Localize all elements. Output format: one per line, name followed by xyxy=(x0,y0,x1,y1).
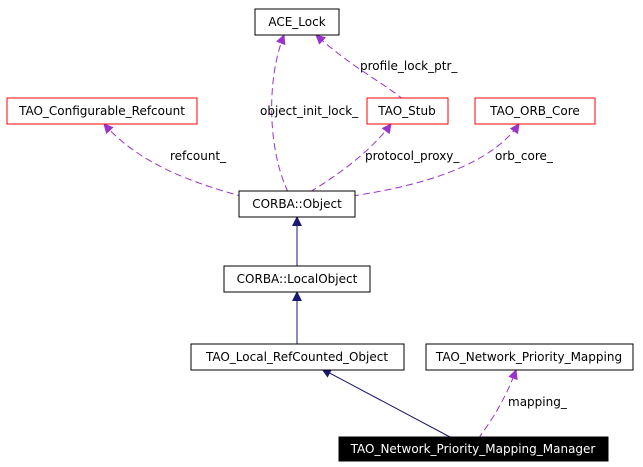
node-tao-network-priority-mapping[interactable]: TAO_Network_Priority_Mapping xyxy=(425,343,634,371)
node-ace-lock[interactable]: ACE_Lock xyxy=(254,8,340,36)
node-label-tao-local-refcounted-object: TAO_Local_RefCounted_Object xyxy=(205,350,388,364)
node-label-tao-stub: TAO_Stub xyxy=(377,104,435,118)
node-tao-orb-core[interactable]: TAO_ORB_Core xyxy=(474,97,596,125)
node-label-tao-orb-core: TAO_ORB_Core xyxy=(489,104,580,118)
node-label-tao-network-priority-mapping: TAO_Network_Priority_Mapping xyxy=(435,350,622,364)
node-label-tao-network-priority-mapping-manager: TAO_Network_Priority_Mapping_Manager xyxy=(350,442,596,456)
inheritance-edges xyxy=(292,216,451,438)
edge-object-to-ace-lock xyxy=(271,34,289,193)
edge-manager-to-refcounted xyxy=(321,368,451,438)
edge-object-to-orb-core xyxy=(351,123,520,197)
edge-object-to-configurable-refcount xyxy=(103,123,245,198)
node-tao-configurable-refcount[interactable]: TAO_Configurable_Refcount xyxy=(6,97,198,125)
edge-label-profile-lock-ptr: profile_lock_ptr_ xyxy=(360,59,458,73)
node-tao-stub[interactable]: TAO_Stub xyxy=(366,97,449,125)
node-corba-localobject[interactable]: CORBA::LocalObject xyxy=(223,265,371,293)
node-label-ace-lock: ACE_Lock xyxy=(268,15,325,29)
edge-stub-to-ace-lock xyxy=(315,34,405,101)
edge-label-mapping: mapping_ xyxy=(508,395,568,409)
edge-label-object-init-lock: object_init_lock_ xyxy=(260,104,359,118)
node-label-corba-object: CORBA::Object xyxy=(252,197,342,211)
node-tao-local-refcounted-object[interactable]: TAO_Local_RefCounted_Object xyxy=(190,343,405,371)
node-tao-network-priority-mapping-manager: TAO_Network_Priority_Mapping_Manager xyxy=(338,436,609,462)
edge-label-orb-core: orb_core_ xyxy=(495,149,554,163)
node-label-corba-localobject: CORBA::LocalObject xyxy=(237,272,358,286)
node-corba-object[interactable]: CORBA::Object xyxy=(238,190,356,218)
node-label-tao-configurable-refcount: TAO_Configurable_Refcount xyxy=(18,104,185,118)
edge-label-refcount: refcount_ xyxy=(170,149,227,163)
usage-edges xyxy=(103,34,520,440)
edge-manager-to-network-priority-mapping xyxy=(477,369,518,440)
edge-label-protocol-proxy: protocol_proxy_ xyxy=(365,149,460,163)
